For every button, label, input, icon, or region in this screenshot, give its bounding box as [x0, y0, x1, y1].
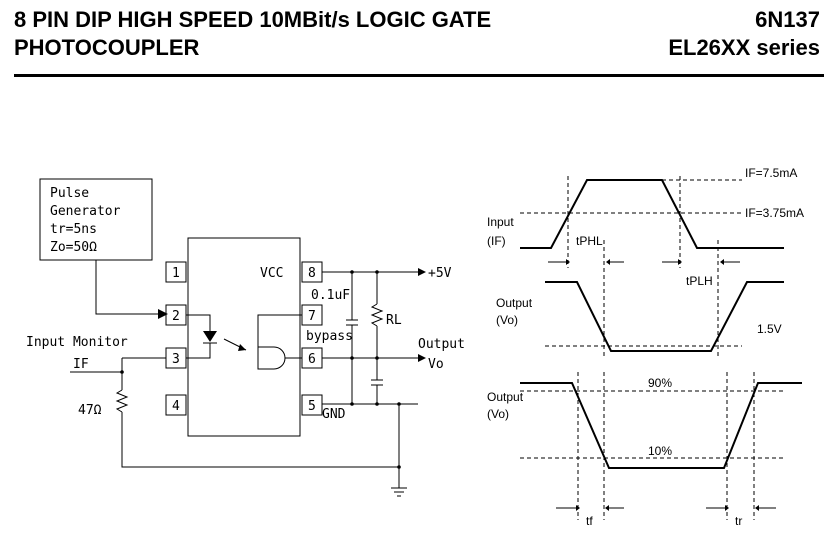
output-label: Output	[496, 296, 533, 310]
arrow-head	[725, 505, 729, 511]
junction-dot	[397, 402, 401, 406]
resistor-label: 47Ω	[78, 403, 102, 418]
pin-2: 2	[172, 309, 180, 324]
led-icon	[203, 331, 217, 342]
generator-line-4: Zo=50Ω	[50, 240, 97, 255]
output2-waveform	[520, 382, 802, 469]
led-cathode-wire	[186, 343, 211, 359]
supply-arrow-icon	[418, 268, 426, 276]
pin-5: 5	[308, 399, 316, 414]
output-waveform	[545, 281, 784, 352]
and-gate-icon	[257, 346, 286, 370]
output2-label: Output	[487, 390, 524, 404]
arrow-head	[606, 259, 610, 265]
light-arrow-head	[238, 344, 246, 351]
vo-label: Vo	[428, 357, 444, 372]
rl-resistor-icon	[370, 303, 384, 327]
pin-6: 6	[308, 352, 316, 367]
enable-wire	[257, 314, 302, 350]
junction-dot	[350, 356, 354, 360]
cap-label: 0.1uF	[311, 288, 350, 303]
pin-box-5	[301, 394, 323, 416]
gnd-label: GND	[322, 407, 346, 422]
input-monitor-label: Input Monitor	[26, 335, 128, 350]
pct90-label: 90%	[648, 376, 672, 390]
ic-body	[187, 237, 301, 437]
bypass-label: bypass	[306, 329, 353, 344]
title-line-1: 8 PIN DIP HIGH SPEED 10MBit/s LOGIC GATE	[14, 7, 492, 32]
threshold-label: 1.5V	[757, 322, 782, 336]
output-sub-label: (Vo)	[496, 313, 518, 327]
generator-line-2: Generator	[50, 204, 121, 219]
output-label: Output	[418, 337, 465, 352]
junction-dot	[375, 356, 379, 360]
sense-resistor-icon	[115, 389, 129, 413]
series-name: EL26XX series	[668, 35, 820, 60]
generator-line-3: tr=5ns	[50, 222, 97, 237]
tplh-label: tPLH	[686, 274, 713, 288]
arrow-head	[678, 259, 682, 265]
part-heading: 6N137 EL26XX series	[668, 6, 820, 62]
arrow-head	[720, 259, 724, 265]
pin-1: 1	[172, 266, 180, 281]
arrow-to-pin2-icon	[158, 309, 168, 319]
page-title: 8 PIN DIP HIGH SPEED 10MBit/s LOGIC GATE…	[14, 6, 491, 62]
junction-dot	[120, 370, 124, 374]
pin-8: 8	[308, 266, 316, 281]
arrow-head	[755, 505, 759, 511]
output2-sub-label: (Vo)	[487, 407, 509, 421]
input-sub-label: (IF)	[487, 234, 506, 248]
arrow-head	[605, 505, 609, 511]
tr-label: tr	[735, 514, 742, 528]
pin-box-4	[165, 394, 187, 416]
pin-4: 4	[172, 399, 180, 414]
if-label: IF	[73, 357, 89, 372]
header-rule	[14, 74, 824, 77]
test-circuit: Pulse Generator tr=5ns Zo=50Ω 1 2 3 4 8 …	[26, 178, 465, 497]
vcc-label: VCC	[260, 266, 283, 281]
junction-dot	[350, 402, 354, 406]
if-mid-label: IF=3.75mA	[745, 206, 804, 220]
arrow-head	[566, 259, 570, 265]
pin-box-1	[165, 261, 187, 283]
output-arrow-icon	[418, 354, 426, 362]
junction-dot	[375, 402, 379, 406]
return-wire	[121, 412, 399, 468]
input-waveform	[520, 179, 784, 249]
arrow-head	[576, 505, 580, 511]
led-anode-wire	[186, 314, 211, 331]
generator-wire	[95, 260, 158, 315]
tf-label: tf	[586, 514, 593, 528]
supply-label: +5V	[428, 266, 452, 281]
if-high-label: IF=7.5mA	[745, 166, 797, 180]
generator-line-1: Pulse	[50, 186, 89, 201]
pin-7: 7	[308, 309, 316, 324]
pct10-label: 10%	[648, 444, 672, 458]
pin-3: 3	[172, 352, 180, 367]
title-line-2: PHOTOCOUPLER	[14, 35, 200, 60]
rl-label: RL	[386, 313, 402, 328]
timing-waveforms: IF=7.5mA IF=3.75mA Input (IF) tPHL tPLH …	[487, 166, 804, 528]
part-number: 6N137	[755, 7, 820, 32]
tphl-label: tPHL	[576, 234, 603, 248]
input-label: Input	[487, 215, 514, 229]
